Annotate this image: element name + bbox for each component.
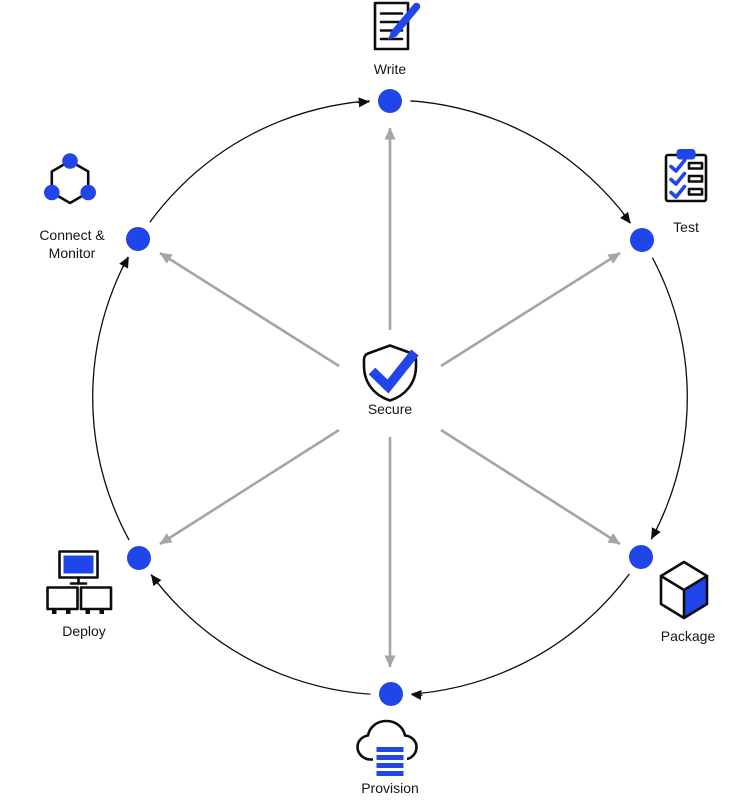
document-pen-icon	[373, 1, 421, 51]
shield-checkmark	[368, 349, 419, 394]
stage-label-connect-line1: Connect &	[39, 227, 105, 243]
cloud-stack-icon	[356, 719, 418, 778]
node-dot	[630, 228, 654, 252]
ring-arrow-into-package	[650, 527, 661, 540]
ring-arrow-into-test	[620, 211, 631, 224]
list-line	[687, 187, 704, 196]
cluster-node-dot	[62, 153, 78, 169]
node-dot	[378, 89, 402, 113]
document-outline	[373, 1, 410, 51]
cloud-outline	[356, 719, 418, 761]
monitor-foot	[52, 609, 57, 614]
main-monitor-screen	[63, 555, 94, 574]
node-provision	[370, 673, 412, 715]
node-dot	[629, 545, 653, 569]
secure-to-package-arrow	[440, 428, 621, 546]
node-write	[369, 80, 411, 122]
cluster-node-dot	[80, 184, 96, 201]
cycle-direction-arrows	[119, 97, 661, 700]
shield-check-icon	[362, 344, 419, 402]
stack-stripe	[376, 755, 404, 760]
stage-label-provision: Provision	[361, 780, 419, 796]
secure-to-connect-monitor-arrow	[159, 251, 340, 368]
clipboard-clip	[676, 149, 696, 160]
ring-arrow-into-deploy	[150, 574, 162, 587]
right-monitor-frame	[79, 586, 113, 611]
list-line	[687, 161, 704, 170]
checkmark	[669, 158, 687, 173]
cube-edges	[659, 574, 709, 620]
list-line	[687, 174, 704, 183]
node-dot	[379, 682, 403, 706]
pen-tip	[387, 30, 398, 40]
stack-stripe	[376, 763, 404, 768]
hexagon-outline	[50, 159, 90, 205]
node-dot	[127, 546, 151, 570]
cube-icon	[659, 560, 709, 620]
monitor-foot	[99, 609, 104, 614]
node-deploy	[118, 537, 160, 579]
node-connect-monitor	[117, 218, 159, 260]
monitor-foot	[85, 609, 90, 614]
node-test	[621, 219, 663, 261]
cycle-nodes	[117, 80, 663, 715]
left-monitor-frame	[46, 586, 79, 611]
stage-label-write: Write	[374, 61, 407, 77]
monitor-foot	[66, 609, 71, 614]
checklist-icon	[664, 149, 708, 203]
center-radial-arrows	[159, 127, 621, 668]
secure-to-test-arrow	[440, 251, 621, 368]
node-package	[620, 536, 662, 578]
ring-arrow-into-write	[357, 97, 370, 108]
stage-label-connect-line2: Monitor	[49, 245, 96, 261]
stage-label-deploy: Deploy	[62, 623, 106, 639]
stage-label-package: Package	[661, 628, 716, 644]
cluster-node-dot	[44, 184, 60, 201]
stage-label-test: Test	[673, 219, 699, 235]
stack-stripe	[376, 747, 404, 752]
node-dot	[126, 227, 150, 251]
checkmark	[669, 171, 687, 186]
center-label-secure: Secure	[368, 401, 413, 417]
hexagon-cluster-icon	[44, 153, 96, 205]
secure-to-deploy-arrow	[159, 428, 340, 546]
pen-body	[390, 2, 421, 38]
monitor-network-icon	[46, 550, 113, 614]
ring-arrow-into-provision	[410, 690, 423, 700]
ring-arrow-into-connect-monitor	[119, 256, 130, 269]
checkmark	[669, 184, 687, 199]
stack-stripe	[376, 771, 404, 776]
